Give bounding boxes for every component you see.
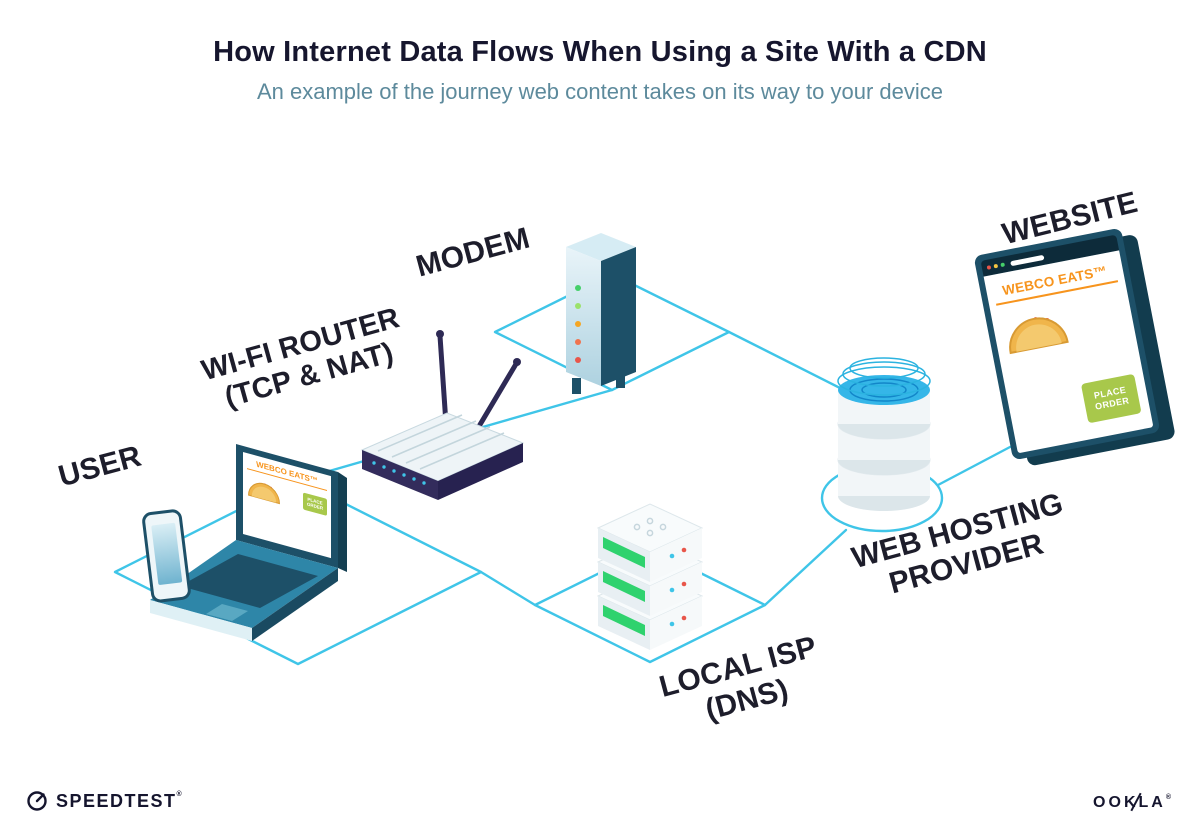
speedtest-gauge-icon xyxy=(27,791,47,811)
isp-vent-dots xyxy=(633,517,667,537)
laptop-to-isp-line xyxy=(479,570,537,607)
taco-icon xyxy=(1009,317,1069,355)
speedtest-logo: SPEEDTEST® xyxy=(26,790,183,812)
website-browser-window: WEBCO EATS™ PLACE ORDER xyxy=(973,227,1161,461)
phone-illustration xyxy=(142,509,191,603)
modem-to-hosting-line xyxy=(727,330,842,390)
ookla-wordmark: OOKLA® xyxy=(1093,792,1174,812)
place-order-button: PLACE ORDER xyxy=(1080,373,1142,424)
modem-illustration xyxy=(566,233,636,394)
database-signal-rings xyxy=(837,357,931,396)
page-title: How Internet Data Flows When Using a Sit… xyxy=(213,36,987,68)
laptop-screen-content: WEBCO EATS™ PLACE ORDER xyxy=(243,452,331,559)
page-subtitle: An example of the journey web content ta… xyxy=(256,79,944,104)
ookla-logo: OOKLA® xyxy=(1093,792,1174,812)
hosting-to-website-line xyxy=(936,445,1012,487)
window-close-icon xyxy=(986,265,992,270)
router-antenna-left xyxy=(437,333,449,427)
speedtest-trademark: ® xyxy=(176,790,184,798)
isp-server-illustration xyxy=(596,503,704,650)
ookla-trademark: ® xyxy=(1165,794,1174,801)
router-antenna-right xyxy=(475,361,519,431)
window-minimize-icon xyxy=(993,263,999,269)
hosting-database-illustration xyxy=(837,357,931,511)
taco-icon xyxy=(248,482,280,505)
laptop-place-order-button: PLACE ORDER xyxy=(303,491,327,516)
webco-eats-page: WEBCO EATS™ PLACE ORDER xyxy=(983,250,1154,454)
router-led-lights xyxy=(372,461,426,485)
isp-to-hosting-line xyxy=(763,528,848,607)
window-expand-icon xyxy=(1000,262,1006,268)
taco-illustration xyxy=(1000,292,1129,361)
speedtest-wordmark: SPEEDTEST® xyxy=(56,790,184,811)
router-illustration xyxy=(360,330,525,500)
url-bar xyxy=(1010,254,1045,266)
modem-led-lights xyxy=(575,285,581,363)
header: How Internet Data Flows When Using a Sit… xyxy=(0,36,1200,105)
